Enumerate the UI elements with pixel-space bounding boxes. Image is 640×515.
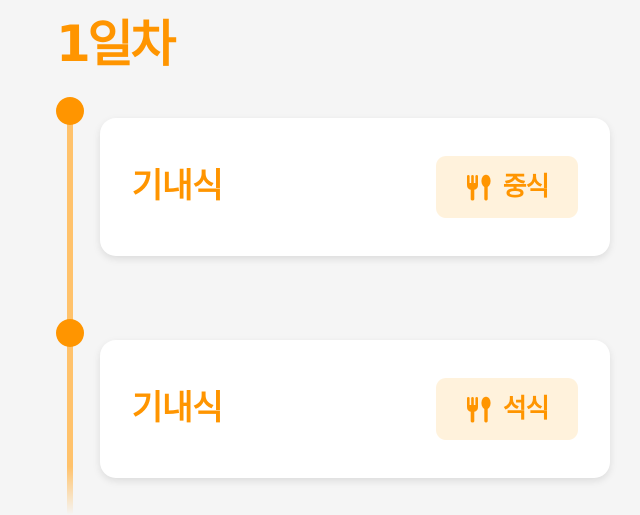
meal-title: 기내식 xyxy=(132,166,224,206)
timeline-dot xyxy=(56,97,84,125)
meal-card[interactable]: 기내식 중식 xyxy=(100,118,610,256)
utensils-icon xyxy=(465,394,493,424)
timeline-dot xyxy=(56,319,84,347)
meal-type-label: 중식 xyxy=(503,172,550,202)
meal-card[interactable]: 기내식 석식 xyxy=(100,340,610,478)
day-title: 1일차 xyxy=(56,15,177,73)
timeline-line xyxy=(67,112,73,515)
utensils-icon xyxy=(465,172,493,202)
meal-type-label: 석식 xyxy=(503,394,550,424)
meal-type-badge: 석식 xyxy=(436,378,578,440)
meal-type-badge: 중식 xyxy=(436,156,578,218)
meal-title: 기내식 xyxy=(132,388,224,428)
